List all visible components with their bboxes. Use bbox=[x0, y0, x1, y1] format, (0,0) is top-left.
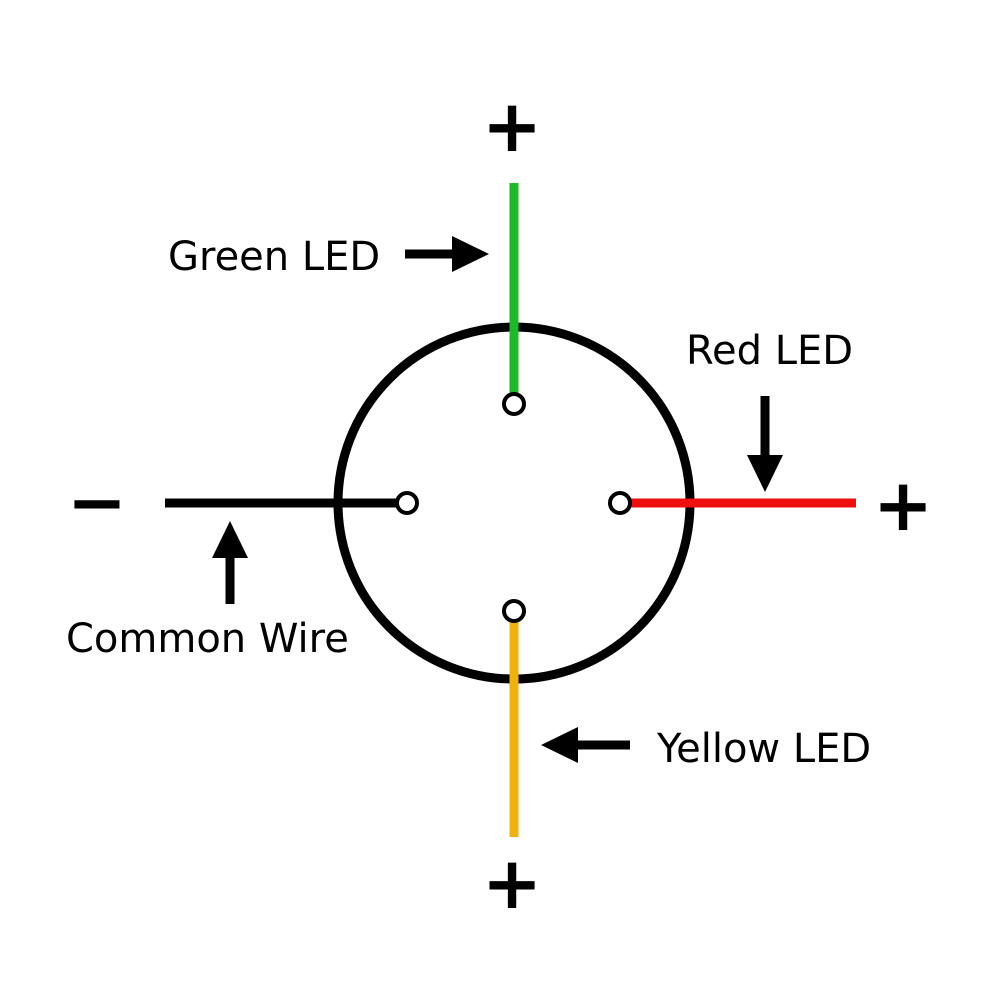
red-led-label: Red LED bbox=[686, 328, 853, 374]
common-negative-sign: − bbox=[67, 460, 127, 544]
green-terminal-pin bbox=[502, 392, 526, 416]
common-terminal-pin bbox=[395, 491, 419, 515]
common-pointer-arrow bbox=[212, 521, 248, 604]
green-pointer-arrow bbox=[405, 236, 489, 272]
green-positive-sign: + bbox=[482, 84, 542, 168]
yellow-led-label: Yellow LED bbox=[656, 726, 871, 772]
common-wire-label: Common Wire bbox=[66, 616, 349, 662]
yellow-positive-sign: + bbox=[482, 841, 542, 925]
yellow-pointer-arrow bbox=[541, 727, 630, 763]
green-led-label: Green LED bbox=[168, 234, 380, 280]
red-pointer-arrow bbox=[747, 396, 783, 492]
yellow-terminal-pin bbox=[502, 599, 526, 623]
red-positive-sign: + bbox=[873, 463, 933, 547]
red-terminal-pin bbox=[608, 491, 632, 515]
